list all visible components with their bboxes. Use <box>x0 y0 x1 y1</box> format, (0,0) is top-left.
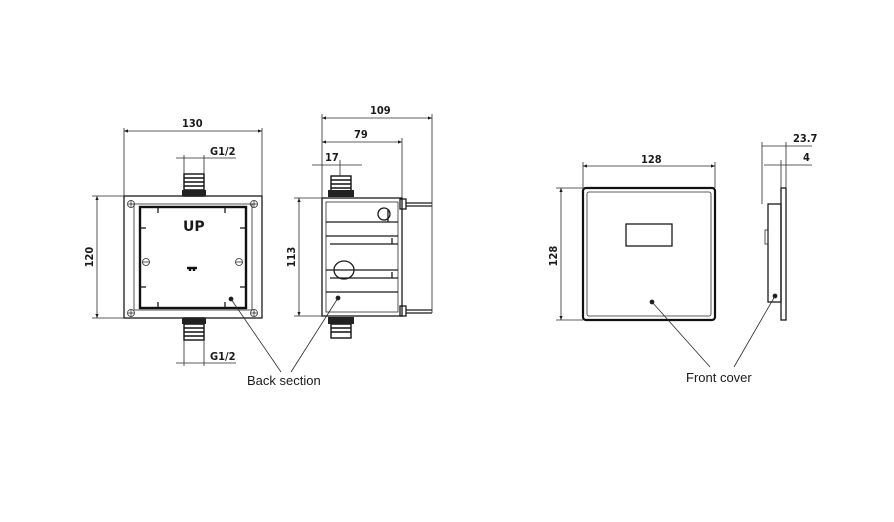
dim-thread-top <box>176 155 236 174</box>
back-section-side-view: 109 79 17 113 <box>285 104 433 339</box>
dim-79-label: 79 <box>354 128 368 141</box>
dim-109-label: 109 <box>370 104 391 117</box>
dim-130-label: 130 <box>182 117 203 130</box>
back-section-front-view: UP 130 <box>83 117 263 366</box>
dim-130 <box>123 128 263 196</box>
dim-17 <box>312 160 362 176</box>
dim-113 <box>294 197 322 317</box>
side-body <box>321 197 403 317</box>
cover-plate-label: 4 <box>803 151 810 164</box>
thread-top-label: G1/2 <box>210 145 236 158</box>
dim-thread-bottom <box>176 340 236 366</box>
cover-width-label: 128 <box>641 153 662 166</box>
side-port-large <box>333 260 355 280</box>
side-ribs <box>326 210 398 293</box>
dim-cover-plate <box>764 160 812 188</box>
cover-height-label: 128 <box>547 246 560 267</box>
center-mark <box>187 266 197 271</box>
front-cover-side-view: 23.7 4 <box>761 132 818 321</box>
dim-cover-width <box>582 162 716 188</box>
side-tabs <box>399 198 433 317</box>
dim-120-label: 120 <box>83 247 96 268</box>
front-cover-leaders <box>649 293 778 368</box>
front-cover-front-view: 128 128 <box>547 153 717 322</box>
top-fitting <box>182 173 206 197</box>
dim-17-label: 17 <box>325 151 339 164</box>
cover-body <box>767 203 782 303</box>
back-inner-box <box>138 205 248 310</box>
front-cover-label: Front cover <box>686 370 752 385</box>
inner-tick-marks <box>140 207 246 308</box>
dim-109 <box>321 114 433 203</box>
back-frame-inner <box>133 203 253 311</box>
dim-cover-height <box>556 187 583 321</box>
side-bottom-fitting <box>328 317 354 339</box>
bottom-fitting <box>182 317 206 341</box>
thread-bottom-label: G1/2 <box>210 350 236 363</box>
corner-screw-icons <box>127 200 258 317</box>
dim-120 <box>92 195 124 319</box>
cover-outline <box>581 186 717 322</box>
dim-113-label: 113 <box>285 247 298 268</box>
cover-depth-label: 23.7 <box>793 132 818 145</box>
up-label: UP <box>183 219 205 235</box>
back-section-label: Back section <box>247 373 321 388</box>
side-port-small <box>377 207 391 221</box>
cover-sensor-window <box>625 223 673 247</box>
cover-plate <box>780 187 787 321</box>
dim-79 <box>322 138 403 198</box>
side-top-fitting <box>328 175 354 197</box>
back-frame-outer <box>123 195 263 319</box>
back-section-leaders <box>228 295 341 373</box>
